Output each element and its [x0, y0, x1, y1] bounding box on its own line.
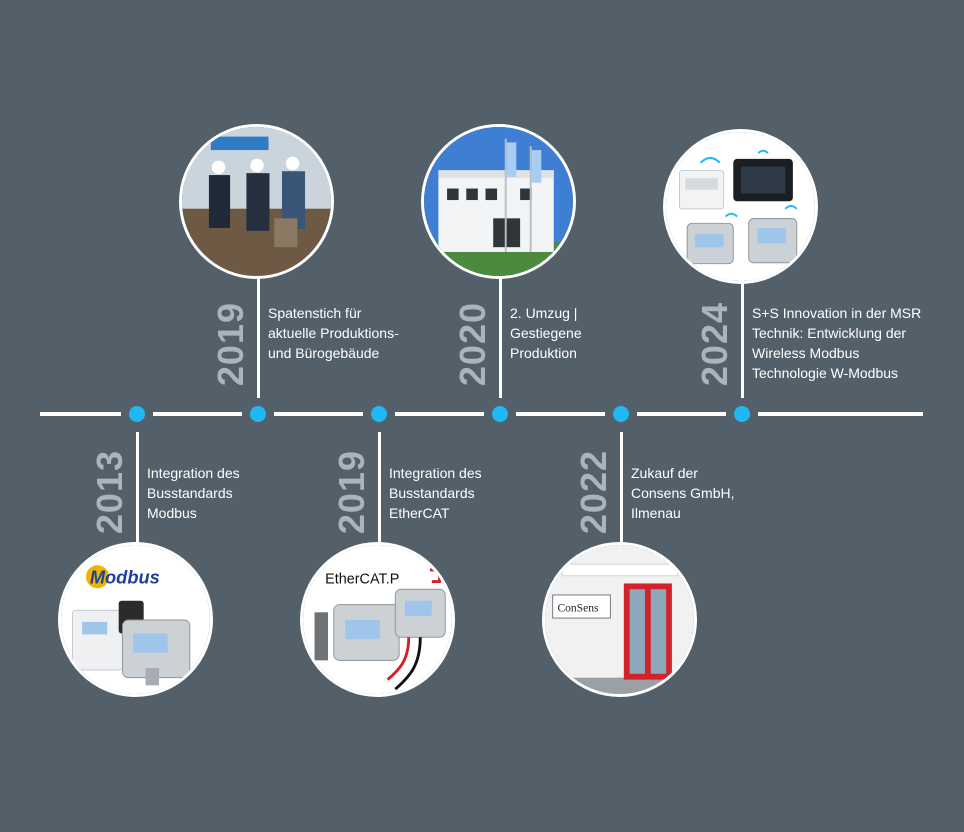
timeline-track [274, 412, 363, 416]
consens-logo-text: ConSens [557, 602, 598, 614]
year-label: 2019 [331, 450, 372, 535]
timeline-node-2022 [613, 406, 629, 422]
timeline-track [153, 412, 242, 416]
ethercat-logo-text: EtherCAT.P [325, 571, 399, 587]
year-label: 2020 [452, 302, 493, 387]
event-caption: Zukauf der Consens GmbH, Ilmenau [631, 465, 735, 521]
year-label: 2024 [694, 302, 735, 387]
photo-consens-office: ConSens [542, 542, 697, 697]
stem-2020 [499, 278, 502, 398]
year-label: 2022 [573, 450, 614, 535]
year-label: 2019 [210, 302, 251, 387]
timeline-track [395, 412, 484, 416]
stem-2022 [620, 432, 623, 544]
photo-groundbreaking [179, 124, 334, 279]
photo-ethercat-devices: EtherCAT.P [300, 542, 455, 697]
timeline-node-2024 [734, 406, 750, 422]
modbus-logo-text: Modbus [90, 566, 160, 587]
consens-office-illustration: ConSens [545, 545, 694, 694]
timeline-track [516, 412, 605, 416]
photo-wireless-devices [663, 129, 818, 284]
stem-2024 [741, 278, 744, 398]
modbus-devices-illustration: Modbus [61, 545, 210, 694]
timeline-node-2019-ethercat [371, 406, 387, 422]
groundbreaking-illustration [182, 127, 331, 276]
building-illustration [424, 127, 573, 276]
event-caption: S+S Innovation in der MSR Technik: Entwi… [752, 305, 922, 381]
timeline-node-2019-spatenstich [250, 406, 266, 422]
timeline-node-2020 [492, 406, 508, 422]
photo-building [421, 124, 576, 279]
stem-2019-spatenstich [257, 278, 260, 398]
year-label: 2013 [89, 450, 130, 535]
timeline-track [637, 412, 726, 416]
ethercat-devices-illustration: EtherCAT.P [303, 545, 452, 694]
photo-modbus-devices: Modbus [58, 542, 213, 697]
event-caption: Integration des Busstandards Modbus [147, 465, 240, 521]
stem-2019-ethercat [378, 432, 381, 544]
timeline-node-2013 [129, 406, 145, 422]
timeline-track [40, 412, 121, 416]
event-caption: 2. Umzug | Gestiegene Produktion [510, 305, 582, 361]
stem-2013 [136, 432, 139, 544]
event-caption: Integration des Busstandards EtherCAT [389, 465, 482, 521]
event-caption: Spatenstich für aktuelle Produktions- un… [268, 305, 399, 361]
timeline-track [758, 412, 923, 416]
wireless-devices-illustration [666, 132, 815, 281]
